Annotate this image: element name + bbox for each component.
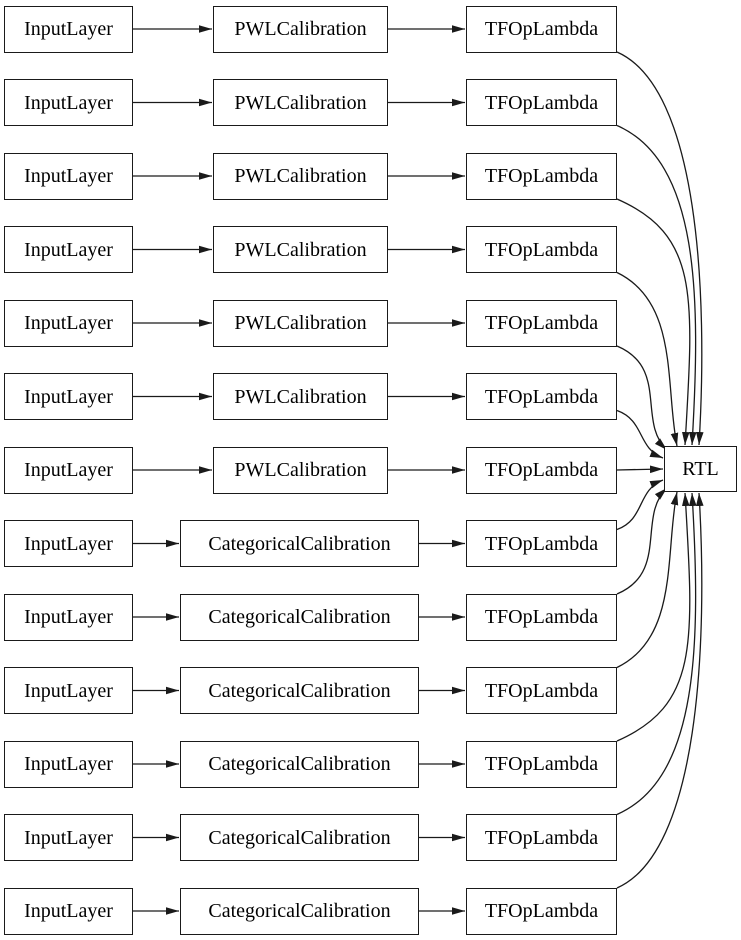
- node-pwl-calibration: PWLCalibration: [213, 79, 388, 126]
- node-tf-op-lambda: TFOpLambda: [466, 593, 617, 641]
- node-categorical-calibration: CategoricalCalibration: [180, 887, 419, 935]
- node-input-layer: InputLayer: [4, 226, 133, 273]
- node-pwl-calibration: PWLCalibration: [213, 226, 388, 273]
- node-tf-op-lambda: TFOpLambda: [466, 520, 617, 567]
- edge-lambda-to-rtl: [616, 487, 668, 595]
- node-input-layer: InputLayer: [4, 814, 133, 861]
- edge-lambda-to-rtl: [616, 492, 704, 889]
- node-categorical-calibration: CategoricalCalibration: [180, 814, 419, 861]
- node-categorical-calibration: CategoricalCalibration: [180, 667, 419, 714]
- edge-lambda-to-rtl: [616, 492, 691, 742]
- node-pwl-calibration: PWLCalibration: [213, 152, 388, 200]
- node-categorical-calibration: CategoricalCalibration: [180, 593, 419, 641]
- node-tf-op-lambda: TFOpLambda: [466, 667, 617, 714]
- node-tf-op-lambda: TFOpLambda: [466, 226, 617, 273]
- edge-lambda-to-rtl: [616, 124, 697, 446]
- node-input-layer: InputLayer: [4, 887, 133, 935]
- node-input-layer: InputLayer: [4, 152, 133, 200]
- node-input-layer: InputLayer: [4, 667, 133, 714]
- node-pwl-calibration: PWLCalibration: [213, 373, 388, 420]
- node-tf-op-lambda: TFOpLambda: [466, 79, 617, 126]
- node-input-layer: InputLayer: [4, 446, 133, 494]
- node-input-layer: InputLayer: [4, 373, 133, 420]
- edge-lambda-to-rtl: [616, 492, 697, 816]
- node-pwl-calibration: PWLCalibration: [213, 446, 388, 494]
- edge-lambda-to-rtl: [616, 491, 679, 669]
- edge-lambda-to-rtl: [616, 198, 691, 446]
- node-tf-op-lambda: TFOpLambda: [466, 5, 617, 53]
- node-input-layer: InputLayer: [4, 520, 133, 567]
- node-tf-op-lambda: TFOpLambda: [466, 814, 617, 861]
- node-input-layer: InputLayer: [4, 593, 133, 641]
- node-tf-op-lambda: TFOpLambda: [466, 299, 617, 347]
- edge-lambda-to-rtl: [616, 465, 664, 474]
- edge-lambda-to-rtl: [616, 409, 664, 459]
- node-input-layer: InputLayer: [4, 299, 133, 347]
- node-tf-op-lambda: TFOpLambda: [466, 373, 617, 420]
- edge-lambda-to-rtl: [616, 479, 664, 531]
- node-pwl-calibration: PWLCalibration: [213, 5, 388, 53]
- edge-lambda-to-rtl: [616, 271, 679, 447]
- node-input-layer: InputLayer: [4, 5, 133, 53]
- node-input-layer: InputLayer: [4, 740, 133, 788]
- node-rtl: RTL: [664, 446, 737, 492]
- node-categorical-calibration: CategoricalCalibration: [180, 740, 419, 788]
- node-tf-op-lambda: TFOpLambda: [466, 446, 617, 494]
- node-tf-op-lambda: TFOpLambda: [466, 887, 617, 935]
- edge-lambda-to-rtl: [616, 51, 704, 446]
- node-tf-op-lambda: TFOpLambda: [466, 152, 617, 200]
- node-tf-op-lambda: TFOpLambda: [466, 740, 617, 788]
- node-categorical-calibration: CategoricalCalibration: [180, 520, 419, 567]
- edge-lambda-to-rtl: [616, 345, 668, 451]
- node-pwl-calibration: PWLCalibration: [213, 299, 388, 347]
- node-input-layer: InputLayer: [4, 79, 133, 126]
